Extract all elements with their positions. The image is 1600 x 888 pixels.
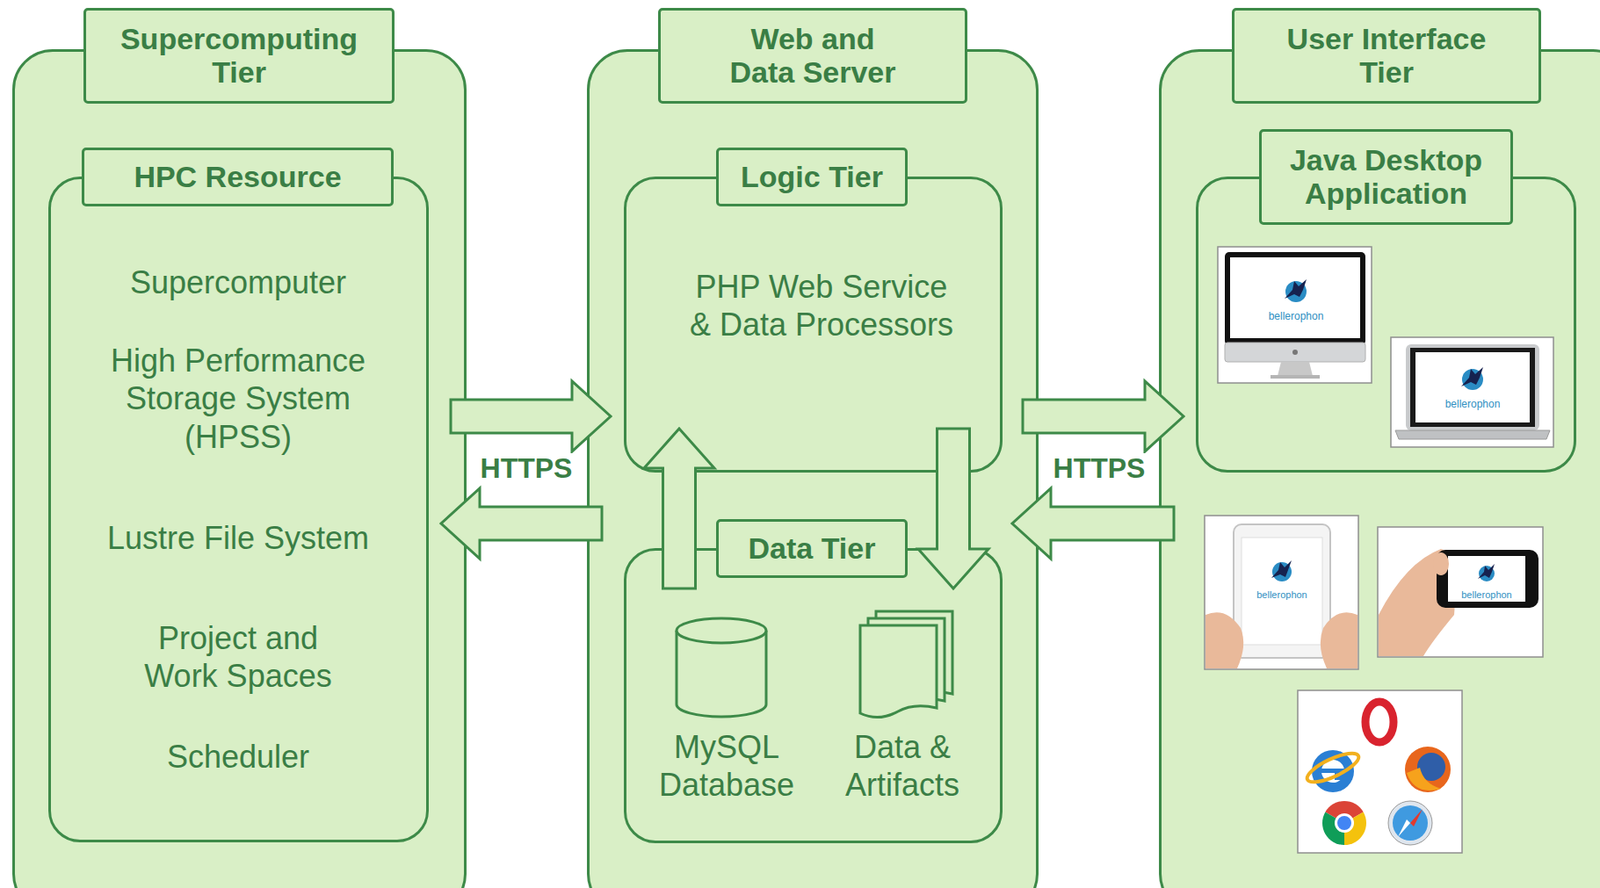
laptop-base (1395, 430, 1550, 440)
body-text: Scheduler (97, 738, 379, 776)
safari-rim (1388, 801, 1433, 846)
chrome-icon (1322, 801, 1367, 846)
header-text: Web and Data Server (723, 22, 904, 89)
safari-needle (1397, 819, 1411, 838)
database-cylinder-top (676, 618, 767, 644)
tier-panel: Supercomputing TierHPC ResourceSupercomp… (12, 49, 467, 888)
panel-header: Data Tier (716, 519, 908, 579)
panel-header: Logic Tier (716, 147, 908, 207)
body-text: PHP Web Service & Data Processors (685, 267, 958, 344)
panel-header: Supercomputing Tier (83, 7, 395, 104)
protocol-label: HTTPS (477, 453, 576, 485)
app-logo (1477, 564, 1495, 582)
safari-face (1392, 805, 1428, 841)
block-arrow (450, 381, 611, 452)
body-text: Supercomputer (97, 263, 379, 302)
app-logo-text: bellerophon (1256, 589, 1308, 601)
body-text: MySQL Database (651, 728, 802, 804)
monitor-base (1270, 375, 1320, 379)
protocol-label: HTTPS (1050, 453, 1149, 485)
block-arrow (644, 428, 715, 589)
body-text: Lustre File System (93, 519, 384, 558)
photo-frame (1377, 527, 1543, 658)
header-text: Java Desktop Application (1281, 144, 1492, 210)
logo-pegasus (1284, 279, 1307, 299)
photo-frame (1390, 337, 1554, 448)
body-text: Data & Artifacts (823, 728, 982, 804)
phone-body (1436, 550, 1539, 609)
photo-frame (1217, 246, 1372, 384)
inner-panel: HPC ResourceSupercomputerHigh Performanc… (48, 176, 429, 843)
body-text: Project and Work Spaces (128, 619, 348, 696)
safari-icon (1388, 801, 1433, 846)
header-text: Data Tier (748, 532, 877, 565)
chrome-ring (1334, 813, 1354, 833)
opera-icon (1365, 702, 1394, 743)
ie-icon (1303, 747, 1362, 793)
hand (1205, 612, 1244, 669)
monitor-bezel (1224, 252, 1366, 346)
ie-swoosh (1303, 747, 1362, 788)
monitor-chin (1224, 342, 1366, 362)
tablet-body (1233, 524, 1331, 659)
logo-pegasus (1477, 564, 1495, 580)
firefox-icon (1404, 746, 1451, 793)
panel-header: Web and Data Server (658, 7, 968, 104)
panel-header: HPC Resource (81, 147, 394, 207)
panel-header: Java Desktop Application (1259, 129, 1514, 225)
block-arrow (1012, 488, 1174, 559)
laptop-lid (1405, 344, 1540, 431)
header-text: Supercomputing Tier (111, 22, 367, 89)
monitor-screen (1230, 257, 1361, 339)
block-arrow (1022, 381, 1184, 452)
photo-frame (1204, 515, 1359, 670)
block-arrow (918, 428, 989, 589)
document-page (860, 625, 937, 718)
app-logo (1461, 367, 1484, 391)
firefox-tail (1406, 767, 1441, 791)
logo-pegasus (1461, 367, 1484, 387)
app-logo (1284, 279, 1307, 303)
app-logo-text: bellerophon (1461, 589, 1513, 601)
app-logo (1271, 560, 1292, 582)
phone-screen (1447, 556, 1526, 602)
panel-header: User Interface Tier (1231, 7, 1542, 104)
photo-frame (1297, 690, 1463, 854)
app-logo-text: bellerophon (1268, 311, 1325, 323)
header-text: User Interface Tier (1272, 22, 1501, 89)
monitor-stand (1277, 361, 1313, 377)
chrome-center (1337, 816, 1352, 831)
firefox-fox (1404, 746, 1451, 793)
safari-needle (1410, 809, 1423, 827)
laptop-screen (1415, 352, 1530, 423)
body-text: High Performance Storage System (HPSS) (97, 341, 379, 457)
app-logo-text: bellerophon (1445, 398, 1501, 411)
thumb (1433, 552, 1449, 576)
laptop-bezel (1410, 347, 1535, 428)
header-text: HPC Resource (133, 160, 341, 194)
logo-pegasus (1271, 560, 1292, 579)
block-arrow (441, 488, 602, 559)
hand (1320, 612, 1358, 669)
header-text: Logic Tier (740, 160, 884, 194)
tablet-screen (1241, 537, 1323, 645)
monitor-badge (1292, 349, 1298, 355)
